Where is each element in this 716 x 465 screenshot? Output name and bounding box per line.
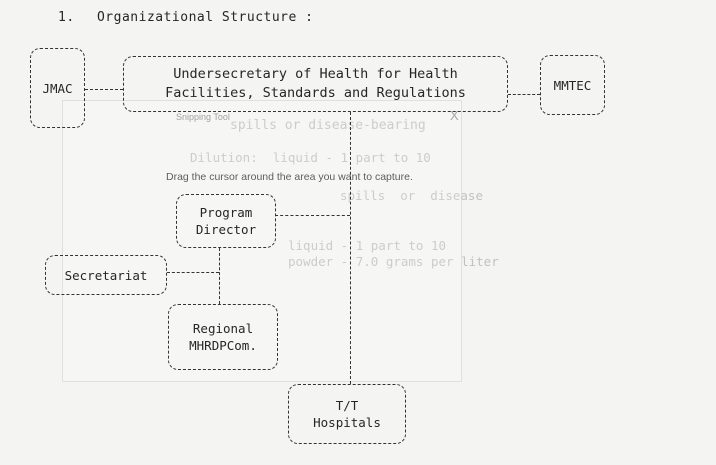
program-director-line-1: Program — [199, 205, 253, 220]
ghost-text-4: liquid - 1 part to 10 — [288, 238, 447, 253]
program-director-box: Program Director — [176, 194, 276, 248]
tt-hospitals-line-2: Hospitals — [313, 415, 381, 430]
regional-line-1: Regional — [192, 321, 254, 336]
program-director-line-2: Director — [195, 222, 257, 237]
connector-director-trunk — [275, 215, 350, 216]
tt-hospitals-line-1: T/T — [335, 398, 359, 413]
ghost-text-3: spills or disease — [340, 188, 483, 203]
section-heading: 1. Organizational Structure : — [58, 10, 313, 25]
close-icon[interactable]: X — [450, 108, 459, 123]
ghost-text-5: powder - 7.0 grams per liter — [288, 254, 499, 269]
jmac-label: JMAC — [42, 80, 73, 96]
secretariat-label: Secretariat — [64, 267, 148, 283]
snipping-tool-window[interactable] — [62, 100, 462, 382]
regional-box: Regional MHRDPCom. — [168, 304, 278, 370]
mmtec-box: MMTEC — [540, 55, 605, 115]
tt-hospitals-box: T/T Hospitals — [288, 384, 406, 444]
connector-undersecretary-mmtec — [508, 94, 540, 95]
connector-director-regional — [219, 248, 220, 304]
snipping-tool-hint: Drag the cursor around the area you want… — [166, 171, 413, 183]
connector-jmac-undersecretary — [85, 89, 123, 90]
undersecretary-box: Undersecretary of Health for Health Faci… — [123, 56, 508, 112]
undersecretary-line-1: Undersecretary of Health for Health — [173, 66, 458, 82]
undersecretary-line-2: Facilities, Standards and Regulations — [165, 85, 466, 101]
section-number: 1. — [58, 10, 75, 25]
secretariat-box: Secretariat — [45, 255, 167, 295]
ghost-text-1: spills or disease-bearing — [230, 118, 426, 133]
snipping-tool-title: Snipping Tool — [176, 112, 230, 122]
mmtec-label: MMTEC — [553, 77, 592, 93]
connector-undersecretary-down — [350, 112, 351, 384]
regional-line-2: MHRDPCom. — [189, 338, 257, 353]
jmac-box: JMAC — [30, 48, 85, 128]
connector-secretariat — [167, 272, 219, 273]
ghost-text-2: Dilution: liquid - 1 part to 10 — [190, 150, 431, 165]
section-title: Organizational Structure : — [96, 10, 314, 25]
